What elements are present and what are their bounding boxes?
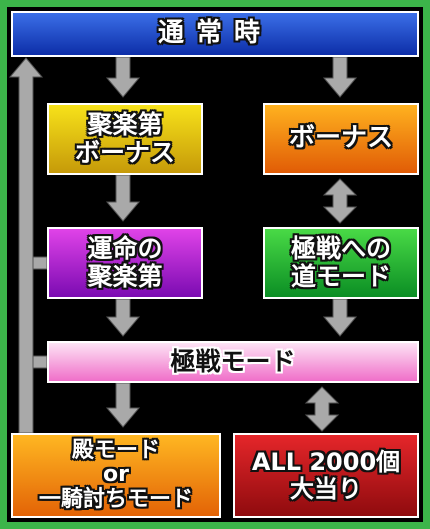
node-tono-or-ikkiuchi-mode: 殿モード or 一騎討ちモード xyxy=(11,433,221,518)
arrow-bonus-gokusen-michi-double xyxy=(322,178,358,224)
node-bonus-label: ボーナス xyxy=(288,123,393,154)
connector-unmei-to-return xyxy=(32,256,48,270)
arrow-jurakudai-bonus-to-unmei xyxy=(105,174,141,222)
node-gokusen-mode-label: 極戦モード xyxy=(170,347,296,376)
arrow-header-to-bonus xyxy=(322,56,358,98)
arrows-layer xyxy=(8,56,358,434)
arrow-header-to-jurakudai-bonus xyxy=(105,56,141,98)
node-jurakudai-bonus-label: 聚楽第 ボーナス xyxy=(74,110,175,167)
header-normal-mode: 通常時 xyxy=(11,11,419,57)
header-label: 通常時 xyxy=(157,18,272,49)
node-bonus: ボーナス xyxy=(263,103,419,175)
arrow-gokusen-michi-to-gokusen-mode xyxy=(322,298,358,337)
node-gokusen-mode: 極戦モード xyxy=(47,341,419,383)
arrow-unmei-to-gokusen-mode xyxy=(105,298,141,337)
node-unmei-jurakudai-label: 運命の 聚楽第 xyxy=(87,234,163,291)
node-all-2000-jackpot: ALL 2000個 大当り xyxy=(233,433,419,518)
arrow-gokusen-mode-all2000-double xyxy=(304,386,340,432)
connector-gokusen-mode-to-return xyxy=(32,355,48,369)
node-unmei-jurakudai: 運命の 聚楽第 xyxy=(47,227,203,299)
node-gokusen-michi-mode-label: 極戦への 道モード xyxy=(290,234,391,291)
node-gokusen-michi-mode: 極戦への 道モード xyxy=(263,227,419,299)
arrow-return-to-header xyxy=(8,57,44,434)
node-all-2000-jackpot-label: ALL 2000個 大当り xyxy=(251,447,401,503)
node-tono-or-ikkiuchi-mode-label: 殿モード or 一騎討ちモード xyxy=(38,437,193,512)
node-jurakudai-bonus: 聚楽第 ボーナス xyxy=(47,103,203,175)
flow-diagram: 通常時 聚楽第 ボーナス ボーナス 運命の 聚楽第 極戦への 道モード 極戦モー… xyxy=(7,7,423,522)
arrow-gokusen-mode-to-tono-mode xyxy=(105,382,141,428)
